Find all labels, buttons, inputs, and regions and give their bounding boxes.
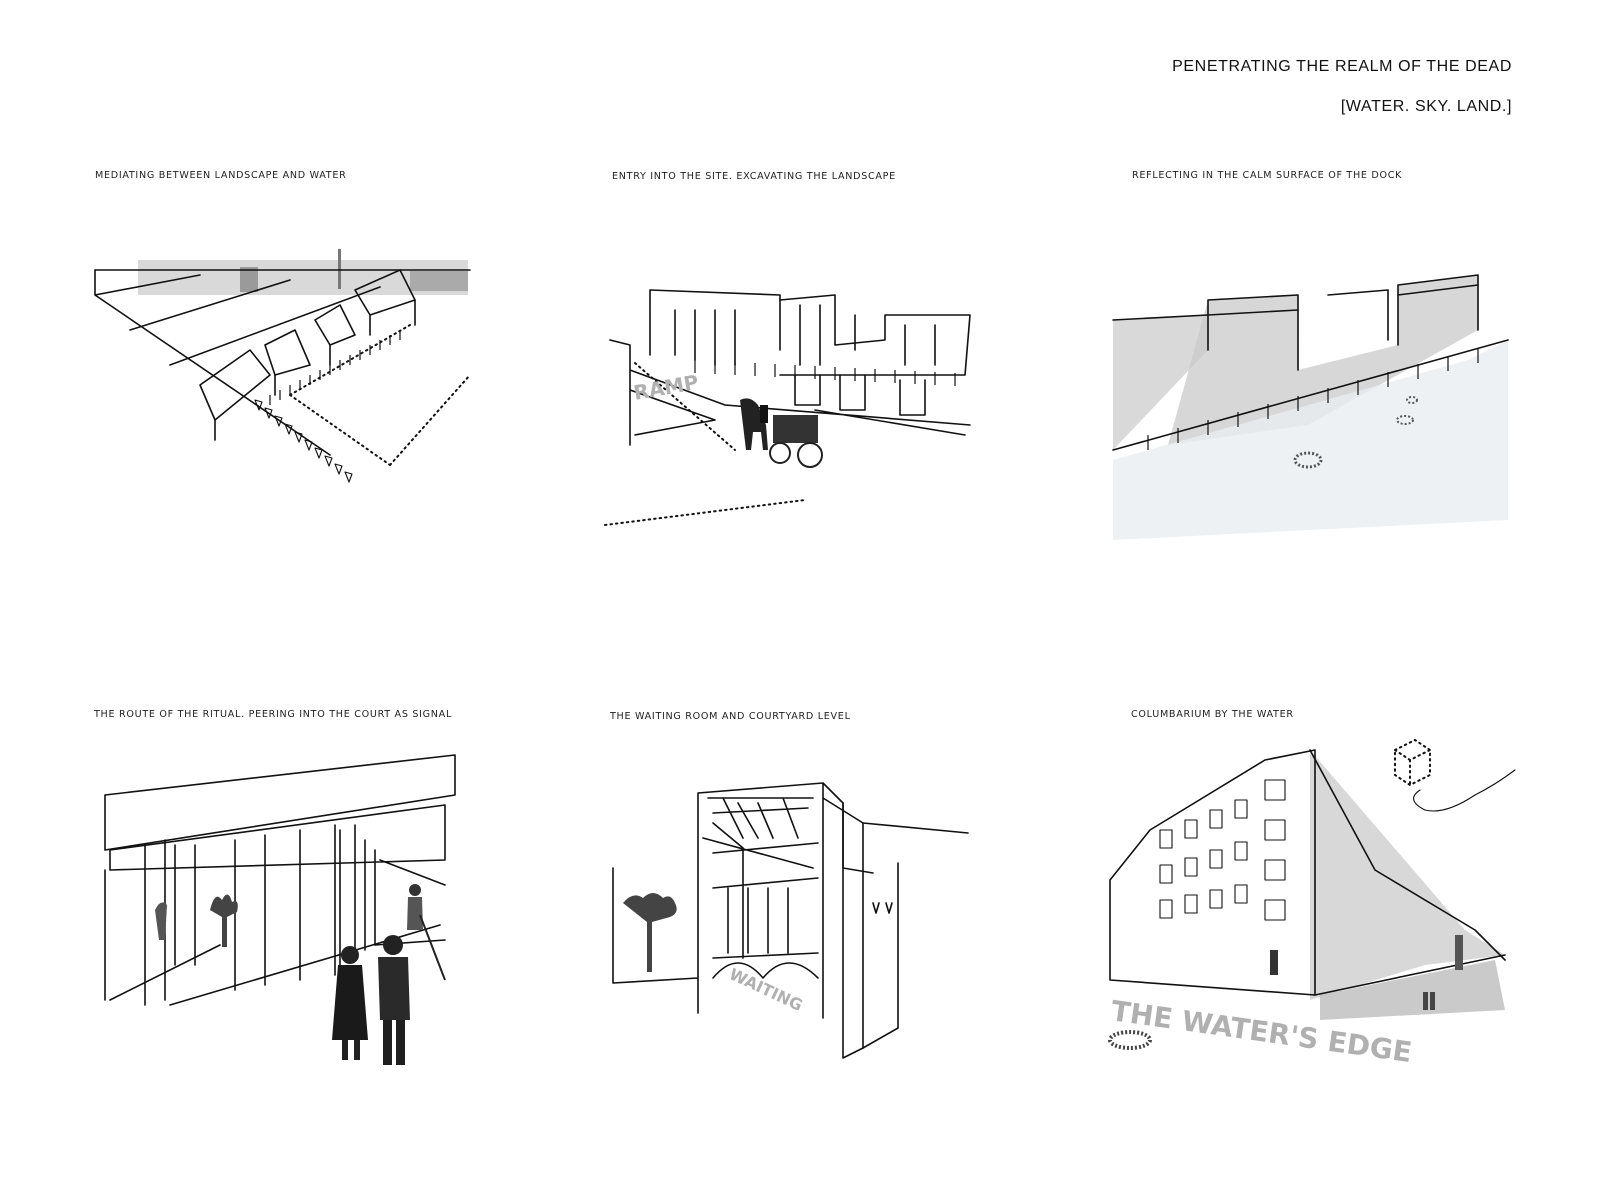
- wreath-icon: [1108, 1030, 1152, 1050]
- panel-label-6: COLUMBARIUM BY THE WATER: [1131, 709, 1294, 720]
- people-figures: [332, 884, 446, 1065]
- tree-figure: [623, 893, 677, 972]
- wreath-icon: [1396, 415, 1414, 425]
- columbarium-wall: [1310, 750, 1505, 1000]
- page-title: PENETRATING THE REALM OF THE DEAD: [1172, 58, 1512, 75]
- sketch-waiting-room: WAITING: [612, 782, 969, 1059]
- floating-cube-icon: [1394, 738, 1516, 812]
- panel-label-1: MEDIATING BETWEEN LANDSCAPE AND WATER: [95, 170, 347, 181]
- wreath-icon: [1293, 451, 1323, 469]
- sketch-entry-site: RAMP: [604, 289, 971, 526]
- dock-reflection: [1113, 340, 1508, 540]
- sketch-landscape-water: [94, 249, 471, 483]
- panel-label-5: THE WAITING ROOM AND COURTYARD LEVEL: [610, 711, 851, 722]
- panel-label-2: ENTRY INTO THE SITE. EXCAVATING THE LAND…: [612, 171, 896, 182]
- carriage-figure: [740, 398, 823, 468]
- page-subtitle: [WATER. SKY. LAND.]: [1340, 98, 1512, 115]
- sketch-route-ritual: [104, 754, 456, 1065]
- tree-figure: [155, 894, 238, 947]
- wreath-icon: [1406, 396, 1418, 404]
- sketch-columbarium: THE WATER'S EDGE: [1108, 738, 1516, 1069]
- sketch-reflecting-dock: [1112, 274, 1509, 540]
- panel-label-3: REFLECTING IN THE CALM SURFACE OF THE DO…: [1132, 170, 1403, 181]
- people-figures: [1270, 935, 1463, 1010]
- panel-label-4: THE ROUTE OF THE RITUAL. PEERING INTO TH…: [94, 709, 452, 720]
- waiting-label: WAITING: [726, 964, 805, 1014]
